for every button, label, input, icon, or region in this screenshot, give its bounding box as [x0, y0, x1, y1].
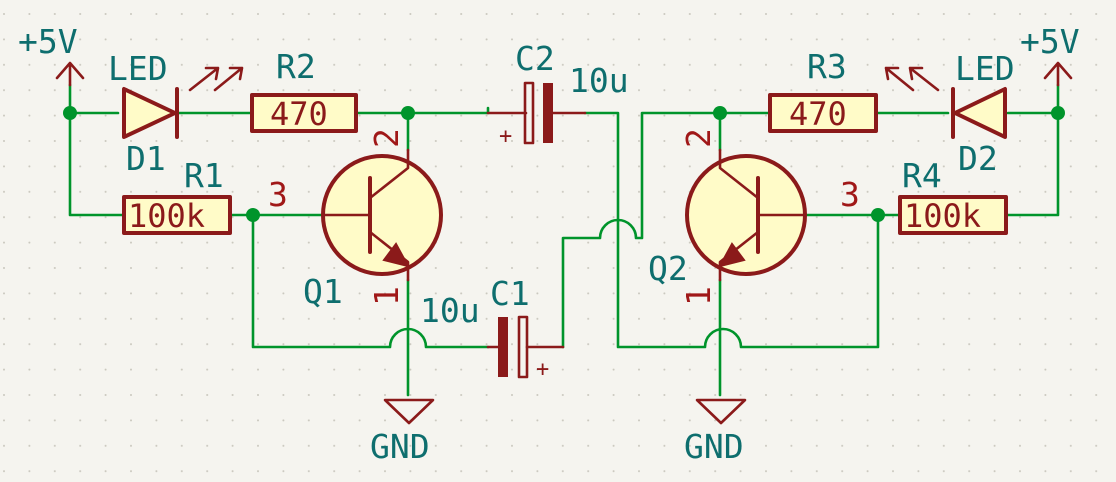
c2-polarity: +: [499, 124, 512, 149]
wire-q1b-c1: [251, 213, 490, 349]
q2-pin-base: 3: [840, 175, 860, 214]
junctions: [63, 106, 1065, 222]
led-d1[interactable]: LED D1: [108, 49, 244, 178]
wire-supply-r4: [1006, 111, 1060, 217]
wire-c1-to-q2c: [561, 111, 722, 349]
junction-q1-collector: [401, 106, 415, 120]
wire-left-supply-to-r1: [68, 111, 124, 217]
junction-right-supply: [1051, 106, 1065, 120]
right-ground-label: GND: [684, 427, 744, 466]
right-supply-label: +5V: [1020, 22, 1080, 61]
d1-value: LED: [108, 49, 168, 88]
d2-value: LED: [955, 49, 1015, 88]
light-arrows-icon: [188, 66, 244, 92]
r4-ref: R4: [902, 156, 942, 195]
r4-value: 100k: [904, 197, 981, 235]
emitter-arrow-icon: [718, 242, 746, 268]
r2-value: 470: [270, 95, 328, 133]
r3-ref: R3: [807, 47, 847, 86]
right-supply-symbol: +5V: [1020, 22, 1080, 87]
q1-pin-base: 3: [268, 175, 288, 214]
light-arrows-icon: [884, 66, 940, 92]
c1-ref: C1: [490, 274, 530, 313]
transistor-q2[interactable]: 3 2 1 Q2: [648, 128, 860, 306]
c1-value: 10u: [420, 291, 480, 330]
led-d2[interactable]: LED D2: [884, 49, 1015, 178]
transistor-q1[interactable]: 3 2 1 Q1: [268, 128, 443, 311]
c2-ref: C2: [515, 39, 555, 78]
right-ground-symbol: GND: [684, 398, 747, 466]
q1-ref: Q1: [303, 272, 343, 311]
q1-pin-collector: 2: [367, 128, 406, 148]
junction-q2-base: [871, 208, 885, 222]
d1-ref: D1: [126, 139, 166, 178]
r1-value: 100k: [128, 197, 205, 235]
r3-value: 470: [789, 95, 847, 133]
q1-pin-emitter: 1: [367, 286, 406, 306]
c1-polarity: +: [536, 357, 549, 382]
r2-ref: R2: [276, 47, 316, 86]
q2-ref: Q2: [648, 249, 688, 288]
capacitor-c2[interactable]: + C2 10u: [486, 39, 629, 149]
c2-value: 10u: [569, 61, 629, 100]
left-supply-label: +5V: [18, 22, 78, 61]
q2-pin-collector: 2: [679, 128, 718, 148]
resistor-r1[interactable]: 100k R1: [122, 156, 232, 235]
left-supply-symbol: +5V: [18, 22, 85, 87]
r1-ref: R1: [184, 156, 224, 195]
resistor-r2[interactable]: 470 R2: [250, 47, 358, 133]
junction-left-supply: [63, 106, 77, 120]
q2-pin-emitter: 1: [679, 286, 718, 306]
left-ground-label: GND: [370, 427, 430, 466]
resistor-r3[interactable]: 470 R3: [768, 47, 878, 133]
junction-q2-collector: [713, 106, 727, 120]
d2-ref: D2: [958, 139, 998, 178]
capacitor-c1[interactable]: + 10u C1: [420, 274, 565, 382]
emitter-arrow-icon: [382, 242, 410, 268]
junction-q1-base: [246, 208, 260, 222]
left-ground-symbol: GND: [370, 398, 435, 466]
resistor-r4[interactable]: 100k R4: [898, 156, 1008, 235]
